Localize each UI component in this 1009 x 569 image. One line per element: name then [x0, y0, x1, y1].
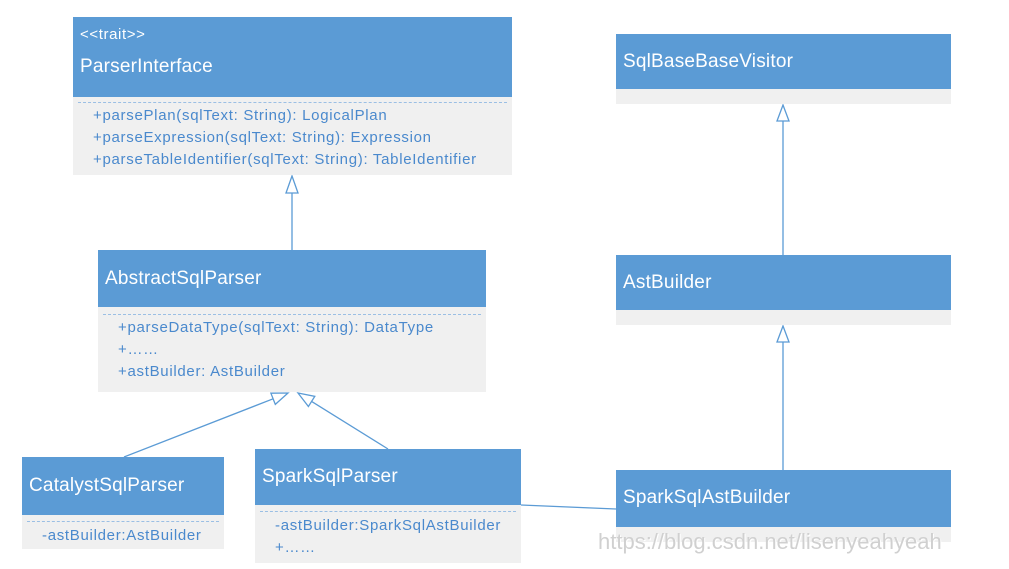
- member-ast-builder: -astBuilder:SparkSqlAstBuilder: [275, 517, 502, 534]
- compartment-divider: [27, 521, 219, 522]
- class-sparksqlastbuilder: SparkSqlAstBuilder: [616, 470, 951, 542]
- class-name: SparkSqlAstBuilder: [623, 487, 791, 508]
- class-name: CatalystSqlParser: [29, 475, 185, 496]
- hollow-triangle-arrowhead: [776, 324, 790, 343]
- class-body: [616, 89, 951, 104]
- member-parse-expression: +parseExpression(sqlText: String): Expre…: [93, 129, 432, 146]
- generalization-astbuilder-to-sqlbasebasevisitor: [776, 103, 790, 255]
- generalization-catalystsqlparser-to-abstractsqlparser: [123, 392, 290, 458]
- class-header: CatalystSqlParser: [22, 457, 224, 515]
- class-name: SparkSqlParser: [262, 466, 398, 487]
- class-body: [616, 527, 951, 542]
- class-name: SqlBaseBaseVisitor: [623, 51, 794, 72]
- class-sqlbasebasevisitor: SqlBaseBaseVisitor: [616, 34, 951, 104]
- compartment-divider: [260, 511, 516, 512]
- member-list: -astBuilder:AstBuilder: [42, 525, 202, 547]
- class-abstractsqlparser: AbstractSqlParser +parseDataType(sqlText…: [98, 250, 486, 392]
- compartment-divider: [78, 102, 507, 103]
- member-list: +parsePlan(sqlText: String): LogicalPlan…: [93, 105, 477, 171]
- generalization-sparksqlastbuilder-to-astbuilder: [776, 324, 790, 470]
- class-header: SparkSqlParser: [255, 449, 521, 505]
- member-parse-table-identifier: +parseTableIdentifier(sqlText: String): …: [93, 151, 477, 168]
- class-catalystsqlparser: CatalystSqlParser -astBuilder:AstBuilder: [22, 457, 224, 549]
- member-parse-plan: +parsePlan(sqlText: String): LogicalPlan: [93, 107, 388, 124]
- class-parserinterface: <<trait>> ParserInterface +parsePlan(sql…: [73, 17, 512, 175]
- member-parse-data-type: +parseDataType(sqlText: String): DataTyp…: [118, 319, 434, 336]
- class-body: +parseDataType(sqlText: String): DataTyp…: [98, 307, 486, 392]
- member-list: -astBuilder:SparkSqlAstBuilder +……: [275, 515, 501, 559]
- member-list: +parseDataType(sqlText: String): DataTyp…: [118, 317, 434, 383]
- member-ast-builder: +astBuilder: AstBuilder: [118, 363, 286, 380]
- generalization-abstractsqlparser-to-parserinterface: [285, 174, 299, 250]
- watermark: https://blog.csdn.net/lisenyeahyeah: [598, 529, 942, 554]
- generalization-sparksqlparser-to-abstractsqlparser: [296, 392, 389, 450]
- hollow-triangle-arrowhead: [269, 392, 290, 406]
- class-body: -astBuilder:SparkSqlAstBuilder +……: [255, 505, 521, 563]
- class-name: ParserInterface: [80, 56, 213, 77]
- class-body: [616, 310, 951, 325]
- class-body: +parsePlan(sqlText: String): LogicalPlan…: [73, 97, 512, 175]
- class-name: AstBuilder: [623, 272, 712, 293]
- class-astbuilder: AstBuilder: [616, 255, 951, 325]
- generalization-line: [311, 400, 389, 450]
- compartment-divider: [103, 314, 481, 315]
- class-header: <<trait>> ParserInterface: [73, 17, 512, 97]
- class-header: AbstractSqlParser: [98, 250, 486, 307]
- class-body: -astBuilder:AstBuilder: [22, 515, 224, 549]
- association-sparksqlparser-to-sparksqlastbuilder: [520, 504, 617, 510]
- member-ellipsis: +……: [275, 539, 316, 556]
- hollow-triangle-arrowhead: [296, 392, 316, 408]
- class-header: SparkSqlAstBuilder: [616, 470, 951, 527]
- class-header: SqlBaseBaseVisitor: [616, 34, 951, 89]
- class-stereotype: <<trait>>: [80, 26, 146, 43]
- class-sparksqlparser: SparkSqlParser -astBuilder:SparkSqlAstBu…: [255, 449, 521, 563]
- hollow-triangle-arrowhead: [776, 103, 790, 122]
- member-ast-builder: -astBuilder:AstBuilder: [42, 527, 202, 544]
- class-header: AstBuilder: [616, 255, 951, 310]
- hollow-triangle-arrowhead: [285, 174, 299, 194]
- generalization-line: [123, 398, 274, 458]
- class-name: AbstractSqlParser: [105, 268, 262, 289]
- member-ellipsis: +……: [118, 341, 159, 358]
